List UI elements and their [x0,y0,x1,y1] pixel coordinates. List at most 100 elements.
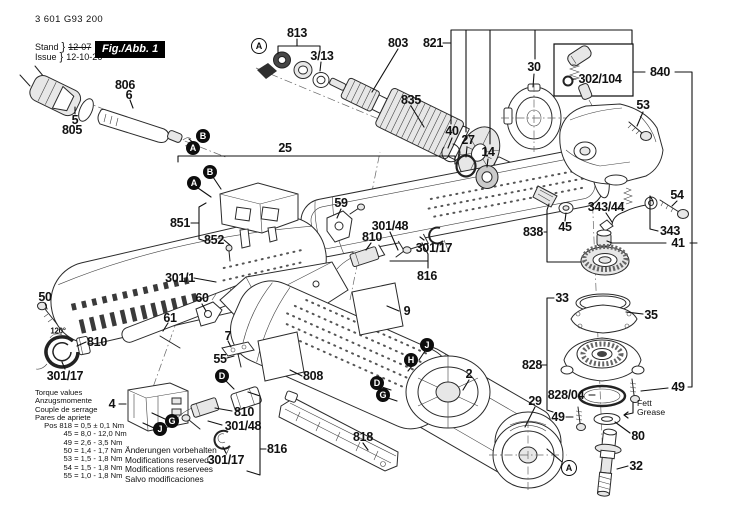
part-label-835: 835 [401,93,421,107]
part-label-25: 25 [278,141,292,155]
revision-block: Stand } 12-07 Issue } 12-10-26 [35,41,103,63]
part-label-5: 5 [71,113,79,127]
part-label-818: 818 [353,430,373,444]
gear-hub [597,230,611,246]
issue-date: 12-10-26 [66,52,103,62]
part-label-49: 49 [671,380,685,394]
part-label-3-13: 3/13 [310,49,334,63]
torque-title-line: Couple de serrage [35,404,98,414]
brace-glyph: } [59,51,64,63]
part-label-59: 59 [334,196,348,210]
part-label-301-17: 301/17 [46,369,84,383]
stand-label: Stand [35,42,59,52]
part-label-810: 810 [234,405,254,419]
part-label-14: 14 [481,145,495,159]
torque-row: 54 = 1,5 - 1,8 Nm [63,462,123,472]
part-number: 3 601 G93 200 [35,14,104,25]
part-label-840: 840 [650,65,670,79]
part-label-7: 7 [224,329,232,343]
ref-marker-J: J [153,422,167,436]
torque-title-line: Anzugsmomente [35,396,92,406]
part-label-301-48: 301/48 [371,219,409,233]
bearing-813-group [257,52,329,88]
spindle-32 [590,428,623,497]
bearing-flange-828 [561,338,644,381]
crown-gear [581,247,629,276]
bearing-cover-29 [489,420,567,490]
part-label-301-17: 301/17 [415,241,453,255]
part-label-49: 49 [551,410,565,424]
part-label-810: 810 [87,335,107,349]
circlip-40 [442,144,460,162]
torque-row: 53 = 1,5 - 1,8 Nm [63,454,123,464]
cover-bar-818 [279,391,398,471]
part-label-816: 816 [417,269,437,283]
screw-54 [660,200,689,219]
brush-holder-upper [327,204,448,269]
old-issue-date: 12-07 [68,42,92,52]
ref-marker-A: A [186,141,200,155]
part-label-808: 808 [303,369,323,383]
part-label-813: 813 [287,26,307,40]
part-label-60: 60 [195,291,209,305]
bracket-60 [196,294,222,326]
washer-80 [594,414,620,425]
part-label-29: 29 [528,394,542,408]
part-label-301-1: 301/1 [165,271,195,285]
cord-sleeve [98,109,194,147]
ref-marker-B: B [196,129,210,143]
torque-row: Pos 818 = 0,5 ± 0,1 Nm [44,421,125,431]
plate-7 [222,342,254,356]
nameplate-sheet-9 [352,283,403,335]
notice-line: Änderungen vorbehalten [125,445,217,455]
ref-marker-B: B [203,165,217,179]
part-label-852: 852 [204,233,224,247]
part-label-805: 805 [62,123,82,137]
main-housing [220,270,490,439]
issue-label: Issue [35,52,57,62]
part-label-851: 851 [170,216,190,230]
torque-title-line: Torque values [35,388,83,397]
gear-housing [560,104,663,185]
part-label-803: 803 [388,36,408,50]
switch-module-851 [220,183,298,261]
part-label-50: 50 [38,290,52,304]
pin-61 [160,333,183,348]
air-guide-ring [501,84,567,152]
screw-50 [38,302,58,324]
part-label-828-04: 828/04 [547,388,585,402]
part-label-53: 53 [636,98,650,112]
cord-clip-spiral [36,334,91,369]
spindle-lock-lever [600,188,657,231]
torque-row: 45 = 8,0 - 12,0 Nm [63,429,127,439]
part-label-302-104: 302/104 [578,72,622,86]
bearing-14 [476,166,498,189]
pinion-gear [533,186,573,214]
part-label-816: 816 [267,442,287,456]
power-plug [20,66,96,123]
ref-marker-D: D [370,376,384,390]
torque-row: 55 = 1,0 - 1,8 Nm [63,470,123,480]
notice-line: Modifications reservees [125,464,213,475]
part-label-32: 32 [629,459,643,473]
ref-marker-A: A [251,38,267,54]
part-label-27: 27 [461,133,475,147]
brace-glyph: } [61,41,66,53]
part-label-120-: 120° [50,326,66,336]
part-label-4: 4 [108,397,116,411]
part-label-55: 55 [213,352,227,366]
part-label-40: 40 [445,124,459,138]
notice-line: Salvo modificaciones [125,473,204,484]
part-label-30: 30 [527,60,541,74]
part-label-80: 80 [631,429,645,443]
lock-button-group [554,44,633,118]
ref-marker-A: A [561,460,577,476]
part-label-61: 61 [163,311,177,325]
ref-marker-J: J [420,338,434,352]
part-label-828: 828 [522,358,542,372]
part-label-45: 45 [558,220,572,234]
leader-lines [45,30,697,475]
part-label-838: 838 [523,225,543,239]
